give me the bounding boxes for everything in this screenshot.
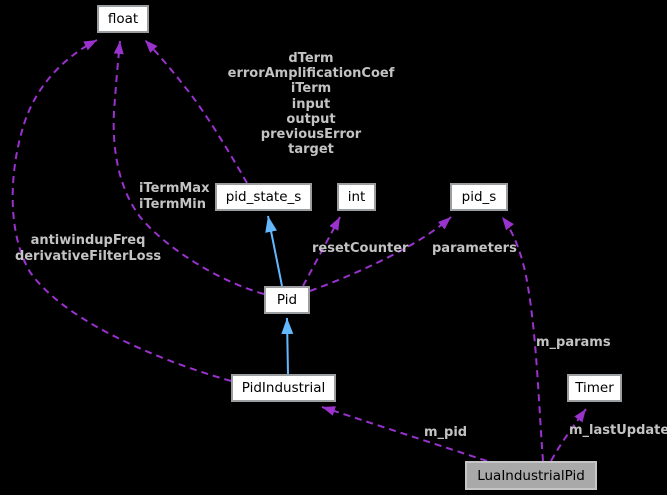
edge-label-resetcounter: resetCounter [312,241,409,256]
node-timer[interactable]: Timer [567,374,622,402]
edge-label-antiwindup: antiwindupFreq derivativeFilterLoss [14,233,162,264]
edge-pidindustrial-inherits-pid [281,317,294,375]
node-float[interactable]: float [97,5,149,33]
edge-itermmax-itermmin [112,40,265,295]
node-luaindustrialpid[interactable]: LuaIndustrialPid [465,461,597,490]
node-pid[interactable]: Pid [264,286,310,314]
edge-resetcounter [302,216,341,287]
edge-label-parameters: parameters [432,241,517,256]
edge-pid-inherits-pid-state-s [265,215,283,287]
node-pidindustrial[interactable]: PidIndustrial [231,374,336,402]
edge-m-lastupdate [550,408,587,462]
edge-label-m-lastupdate: m_lastUpdate [569,423,667,438]
edge-label-pid-state-members: dTerm errorAmplificationCoef iTerm input… [227,51,395,158]
edge-m-params [501,216,544,462]
node-pid-state-s[interactable]: pid_state_s [215,183,312,211]
edge-label-itermmax-itermmin: iTermMax iTermMin [139,181,210,212]
edge-label-m-params: m_params [536,335,611,350]
edge-parameters [309,216,452,292]
node-int[interactable]: int [337,183,376,211]
edge-label-m-pid: m_pid [424,425,468,440]
edge-pid-state-members [144,39,248,184]
edge-m-pid [321,406,488,462]
node-pid-s[interactable]: pid_s [450,183,508,211]
